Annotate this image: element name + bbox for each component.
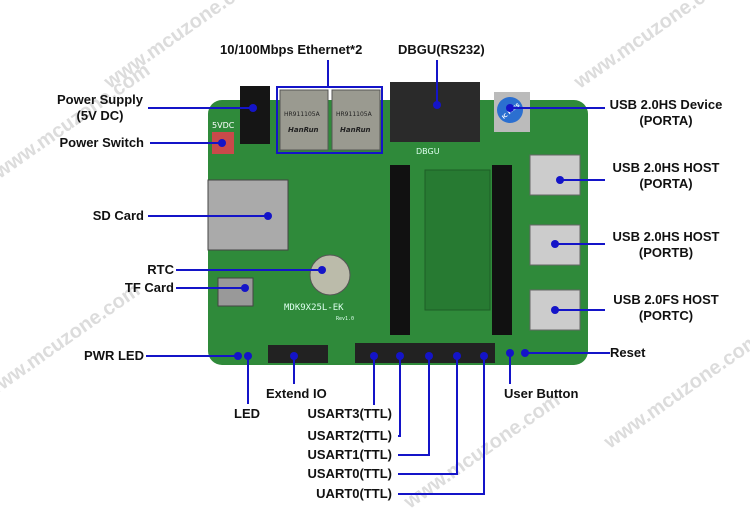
label-usb-host-b-title: USB 2.0HS HOST [612,229,720,244]
label-uart0: UART0(TTL) [316,486,392,501]
label-dbgu: DBGU(RS232) [398,42,485,57]
label-usb-host-c-title: USB 2.0FS HOST [613,292,719,307]
extend-io-header [268,345,328,363]
rtc-battery [309,254,351,296]
label-extend-io: Extend IO [266,386,327,401]
label-usb-host-c-port: (PORTC) [638,308,694,323]
label-usart2: USART2(TTL) [307,428,393,443]
rj45-brand-2: HanRun [340,126,371,134]
label-sd-card: SD Card [92,208,144,223]
rj45-part-2: HR911105A [336,111,373,118]
silkscreen-rev: Rev1.0 [336,316,354,322]
label-usb-device: USB 2.0HS Device (PORTA) [604,97,728,129]
label-tf-card: TF Card [124,280,174,295]
label-led: LED [234,406,260,421]
label-usart3: USART3(TTL) [307,406,393,421]
label-pwr-led: PWR LED [84,348,144,363]
label-usb-host-a-port: (PORTA) [639,176,693,191]
label-usb-device-title: USB 2.0HS Device [609,97,723,112]
label-rtc: RTC [147,262,174,277]
dc-jack [240,86,270,144]
silkscreen-model: MDK9X25L-EK [284,303,344,313]
label-usb-host-b: USB 2.0HS HOST (PORTB) [604,229,728,261]
label-power-switch: Power Switch [59,135,144,150]
label-reset: Reset [610,345,646,360]
header-right [492,165,512,335]
ethernet-jack-1 [279,89,329,151]
rj45-brand-1: HanRun [288,126,319,134]
usb-host-a [529,154,581,196]
label-usb-host-b-port: (PORTB) [638,245,694,260]
label-usb-host-a: USB 2.0HS HOST (PORTA) [604,160,728,192]
label-usart0: USART0(TTL) [307,466,393,481]
dbgu-silk: DBGU [416,147,440,156]
label-usb-device-port: (PORTA) [639,113,693,128]
ethernet-jack-2 [331,89,381,151]
core-module [424,169,491,311]
db9-connector [390,82,480,142]
power-label-silk: 5VDC [212,121,235,130]
label-user-button: User Button [504,386,579,401]
rj45-part-1: HR911105A [284,111,321,118]
label-power-supply: Power Supply (5V DC) [50,92,150,124]
header-left [390,165,410,335]
label-power-supply-title: Power Supply [57,92,143,107]
tf-card-slot [217,277,254,307]
label-power-supply-sub: (5V DC) [76,108,124,123]
label-usb-host-a-title: USB 2.0HS HOST [612,160,720,175]
label-usart1: USART1(TTL) [307,447,393,462]
label-ethernet: 10/100Mbps Ethernet*2 [220,42,363,57]
label-usb-host-c: USB 2.0FS HOST (PORTC) [604,292,728,324]
